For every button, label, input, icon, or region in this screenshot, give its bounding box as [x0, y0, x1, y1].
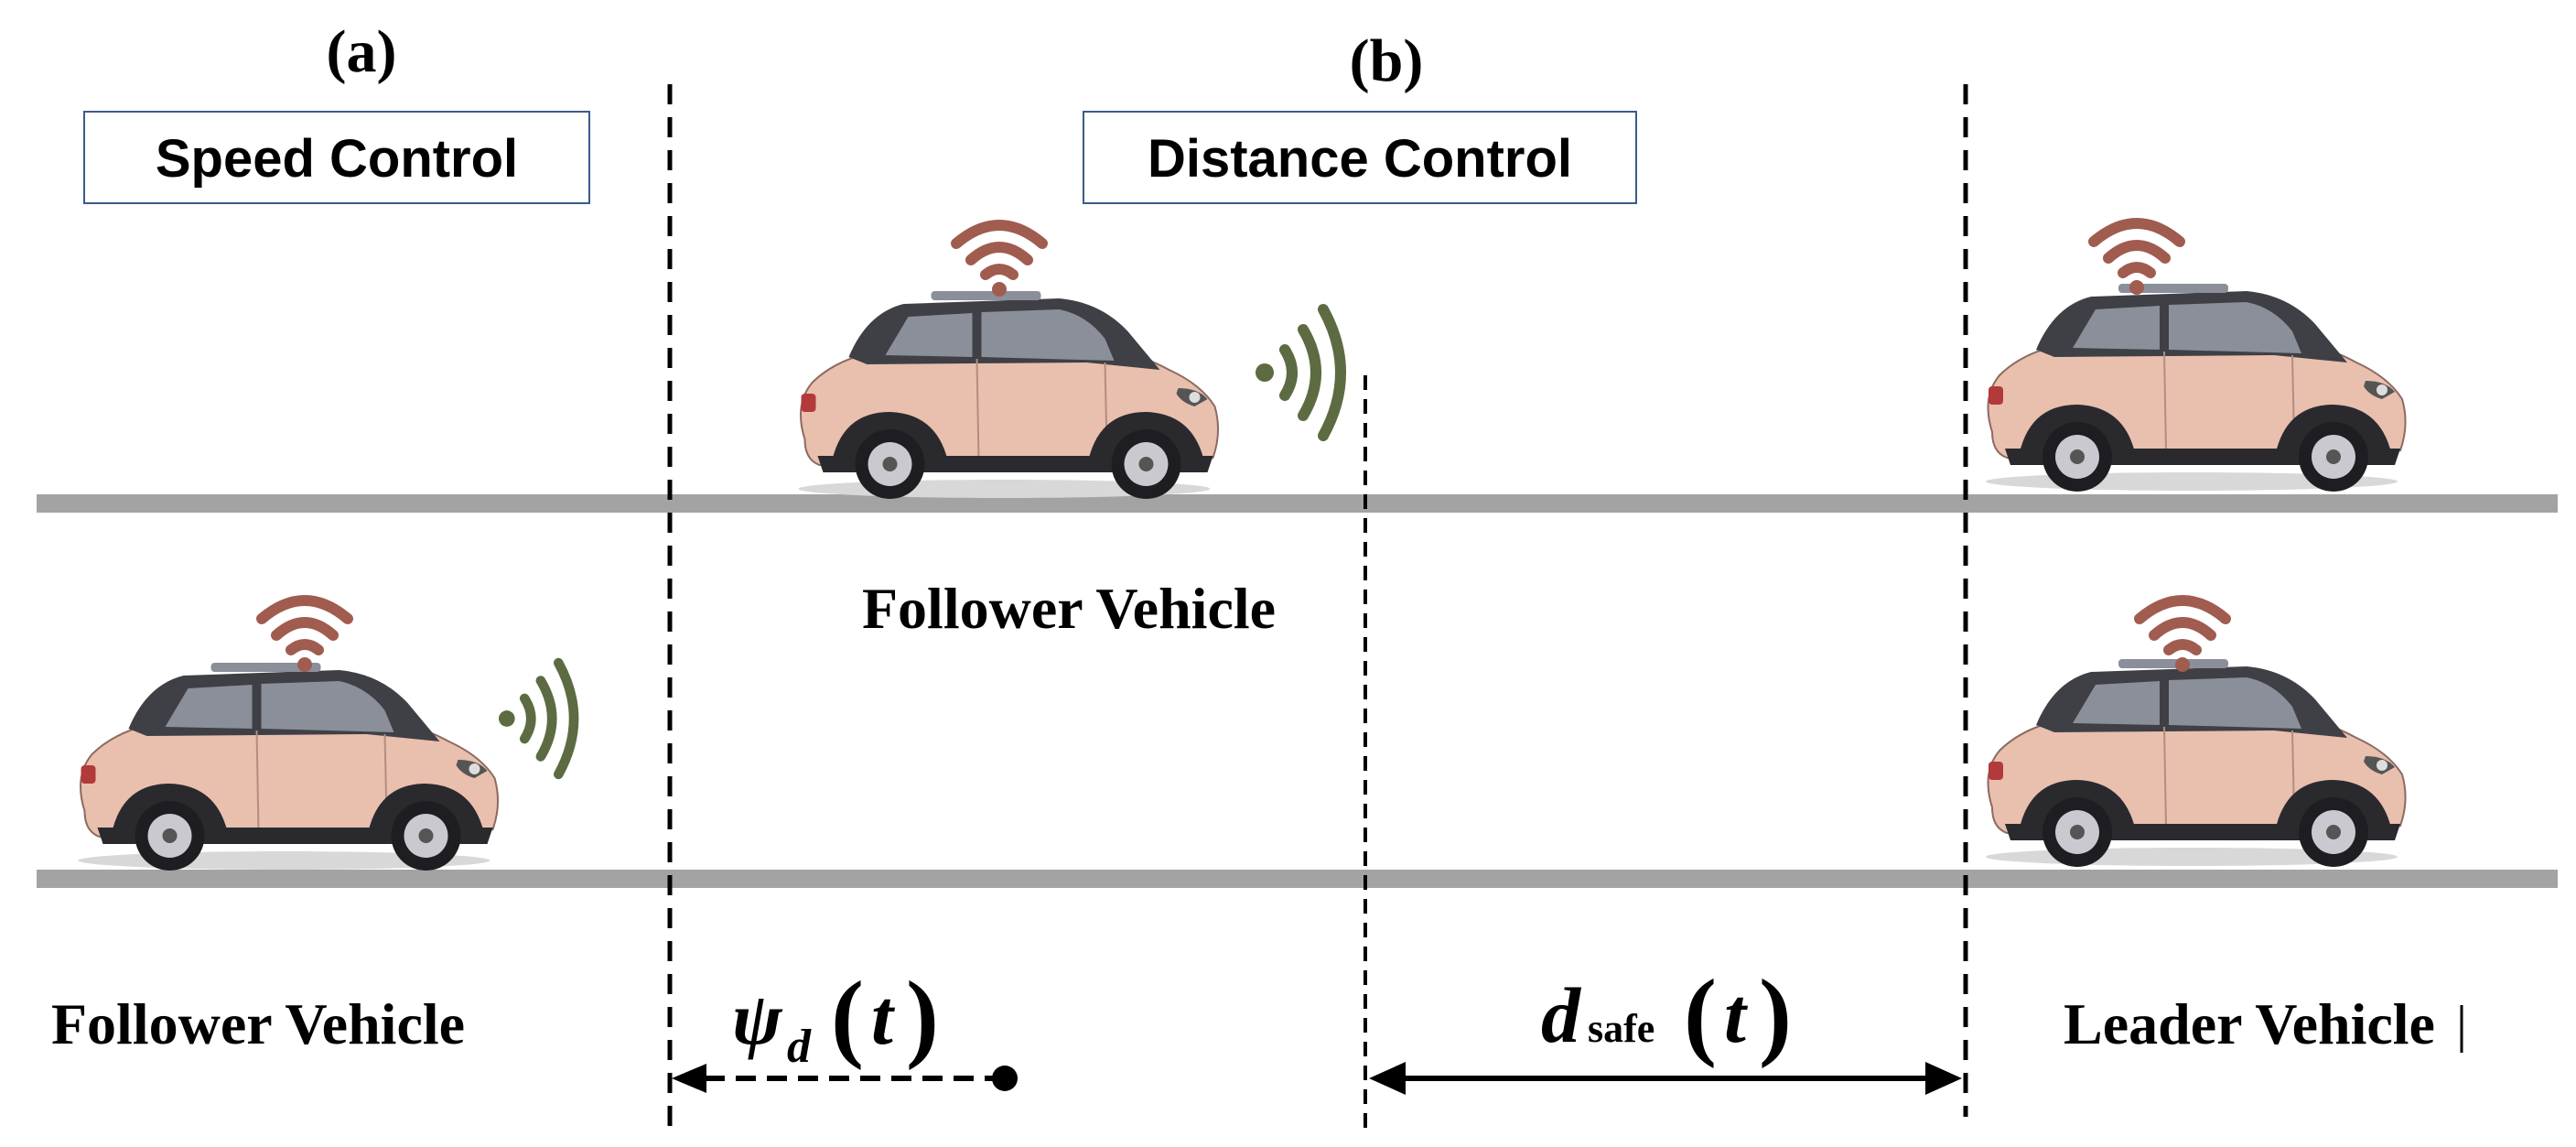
- leader-car-upper: [1985, 283, 2407, 492]
- psi-subscript: d: [787, 1021, 812, 1073]
- psi-d-formula: ψ d ( t ): [732, 962, 939, 1073]
- d-subscript: safe: [1588, 1006, 1654, 1051]
- leader-vehicle-label: Leader Vehicle: [2064, 991, 2435, 1056]
- panel-a-tag: (a): [327, 18, 397, 85]
- speed-control-label: Speed Control: [156, 129, 518, 189]
- d-safe-arrow: [1369, 1062, 1962, 1095]
- d-variable: t: [1724, 971, 1749, 1059]
- follower-vehicle-label-lower: Follower Vehicle: [51, 991, 465, 1056]
- speed-control-box: Speed Control: [83, 111, 590, 204]
- panel-b-tag: (b): [1350, 27, 1424, 94]
- psi-symbol: ψ: [732, 977, 783, 1060]
- d-open-paren: (: [1684, 960, 1717, 1069]
- psi-variable: t: [871, 973, 896, 1061]
- psi-d-arrow: [672, 1064, 1018, 1093]
- psi-open-paren: (: [831, 962, 864, 1071]
- psi-close-paren: ): [906, 962, 939, 1071]
- wifi-icon-follower-lower: [262, 601, 348, 672]
- road-lower: [37, 870, 2558, 888]
- d-close-paren: ): [1759, 960, 1792, 1069]
- d-safe-formula: d safe ( t ): [1541, 960, 1792, 1069]
- follower-car-upper: [797, 289, 1220, 501]
- follower-vehicle-label-upper: Follower Vehicle: [862, 576, 1276, 641]
- leader-car-lower: [1985, 658, 2407, 868]
- d-symbol: d: [1541, 971, 1582, 1059]
- wifi-icon-follower-upper: [956, 225, 1042, 297]
- signal-waves-icon-follower-upper: [1256, 309, 1341, 436]
- signal-waves-icon-follower-lower: [499, 663, 574, 774]
- distance-control-label: Distance Control: [1148, 129, 1572, 189]
- follower-car-lower: [77, 661, 500, 872]
- distance-control-box: Distance Control: [1083, 111, 1637, 204]
- road-upper: [37, 494, 2558, 513]
